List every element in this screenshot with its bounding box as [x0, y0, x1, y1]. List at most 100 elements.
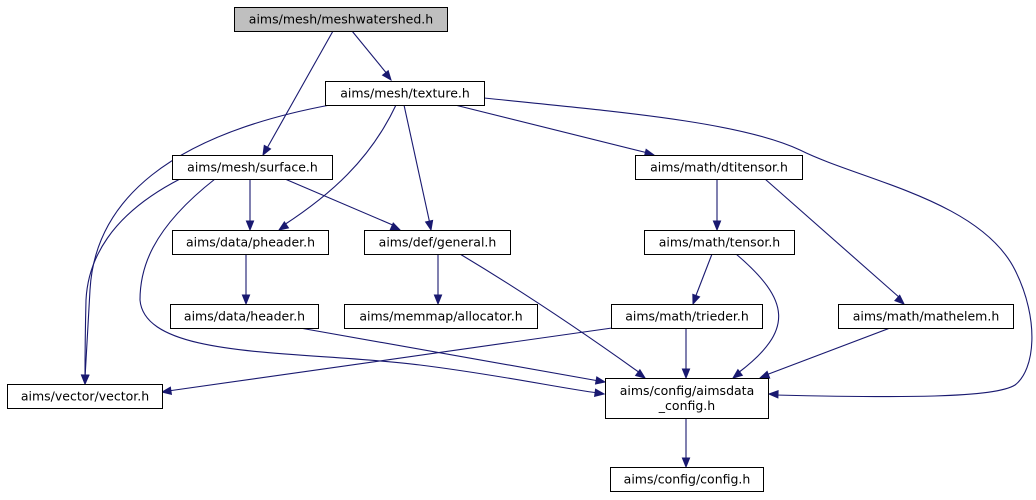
node-label: aims/memmap/allocator.h [359, 309, 522, 324]
edge-surface-to-vector [80, 178, 181, 386]
node-box [644, 230, 795, 255]
node-vector[interactable]: aims/vector/vector.h [7, 384, 163, 409]
edge-trieder-to-vector [160, 327, 613, 395]
edge-line [459, 253, 641, 374]
node-label: aims/data/pheader.h [186, 235, 315, 250]
node-label: aims/config/config.h [624, 472, 751, 487]
node-label: aims/mesh/surface.h [187, 160, 318, 175]
node-label: aims/data/header.h [184, 309, 305, 324]
node-aimsdata-config[interactable]: aims/config/aimsdata_config.h [605, 378, 769, 419]
node-label: aims/mesh/texture.h [340, 86, 470, 101]
node-box [364, 230, 511, 255]
edge-mathelem-to-aimsdata_config [758, 327, 891, 379]
arrowhead-icon [692, 293, 701, 306]
node-surface[interactable]: aims/mesh/surface.h [172, 155, 333, 180]
edge-dtitensor-to-mathelem [764, 178, 906, 305]
edge-surface-to-aimsdata_config [139, 178, 606, 398]
edge-tensor-to-trieder [692, 253, 713, 306]
node-general[interactable]: aims/def/general.h [364, 230, 511, 255]
arrowhead-icon [277, 221, 290, 231]
edge-line [765, 327, 891, 376]
arrowhead-icon [433, 294, 443, 306]
node-pheader[interactable]: aims/data/pheader.h [172, 230, 329, 255]
arrowhead-icon [381, 69, 392, 82]
node-label: aims/mesh/meshwatershed.h [249, 12, 433, 27]
arrowhead-icon [80, 374, 90, 386]
edge-surface-to-general [284, 178, 402, 231]
edge-line [694, 253, 713, 299]
arrowhead-icon [594, 388, 606, 398]
node-box [610, 467, 764, 492]
node-box [170, 304, 319, 329]
arrowhead-icon [241, 294, 251, 306]
arrowhead-icon [424, 219, 434, 232]
edge-header-to-aimsdata_config [299, 327, 607, 385]
edge-general-to-aimsdata_config [459, 253, 647, 379]
node-box [325, 81, 485, 106]
edge-line [84, 178, 181, 379]
edge-line [299, 327, 600, 382]
arrowhead-icon [594, 376, 607, 385]
node-box [611, 304, 763, 329]
node-label: aims/math/tensor.h [659, 235, 780, 250]
edge-line [84, 104, 331, 379]
arrowhead-icon [681, 368, 691, 380]
node-box [172, 230, 329, 255]
edge-line [403, 104, 431, 225]
arrowhead-icon [262, 144, 272, 157]
node-box [234, 7, 448, 32]
edge-line [265, 30, 334, 151]
arrowhead-icon [160, 386, 173, 395]
arrowhead-icon [389, 222, 402, 231]
arrowhead-icon [758, 370, 771, 379]
node-dtitensor[interactable]: aims/math/dtitensor.h [635, 155, 803, 180]
edge-meshwatershed-to-surface [262, 30, 334, 157]
arrowhead-icon [245, 220, 255, 232]
node-label: aims/def/general.h [379, 235, 497, 250]
edge-line [139, 178, 599, 394]
edge-line [283, 104, 397, 226]
edge-line [454, 104, 649, 154]
edge-texture-to-pheader [277, 104, 397, 231]
arrowhead-icon [731, 368, 744, 379]
arrowhead-icon [712, 220, 722, 232]
arrowhead-icon [681, 457, 691, 469]
edge-aimsdata_config-to-config [681, 418, 691, 469]
node-label: aims/math/trieder.h [625, 309, 749, 324]
edge-trieder-to-aimsdata_config [681, 328, 691, 380]
edge-line [735, 253, 780, 374]
node-trieder[interactable]: aims/math/trieder.h [611, 304, 763, 329]
edge-pheader-to-header [241, 254, 251, 306]
edge-meshwatershed-to-texture [351, 30, 392, 82]
node-box [605, 378, 769, 419]
node-box [344, 304, 538, 329]
edge-texture-to-aimsdata_config [483, 97, 1033, 399]
node-texture[interactable]: aims/mesh/texture.h [325, 81, 485, 106]
node-label: aims/config/aimsdata [620, 383, 754, 398]
arrowhead-icon [767, 389, 779, 399]
arrowhead-icon [634, 368, 647, 379]
edge-surface-to-pheader [245, 179, 255, 232]
node-box [172, 155, 333, 180]
node-label: _config.h [658, 398, 715, 413]
node-box [7, 384, 163, 409]
edge-line [764, 178, 901, 299]
node-tensor[interactable]: aims/math/tensor.h [644, 230, 795, 255]
edge-tensor-to-aimsdata_config [731, 253, 780, 379]
edge-line [351, 30, 389, 76]
edge-texture-to-general [403, 104, 434, 232]
node-label: aims/math/dtitensor.h [650, 160, 788, 175]
node-config[interactable]: aims/config/config.h [610, 467, 764, 492]
node-header[interactable]: aims/data/header.h [170, 304, 319, 329]
node-mathelem[interactable]: aims/math/mathelem.h [838, 304, 1014, 329]
node-label: aims/math/mathelem.h [853, 309, 1000, 324]
edge-line [284, 178, 396, 227]
edge-general-to-allocator [433, 254, 443, 306]
node-box [838, 304, 1014, 329]
arrowhead-icon [894, 294, 906, 305]
node-meshwatershed[interactable]: aims/mesh/meshwatershed.h [234, 7, 448, 32]
edge-line [167, 327, 613, 392]
node-allocator[interactable]: aims/memmap/allocator.h [344, 304, 538, 329]
edge-dtitensor-to-tensor [712, 179, 722, 232]
